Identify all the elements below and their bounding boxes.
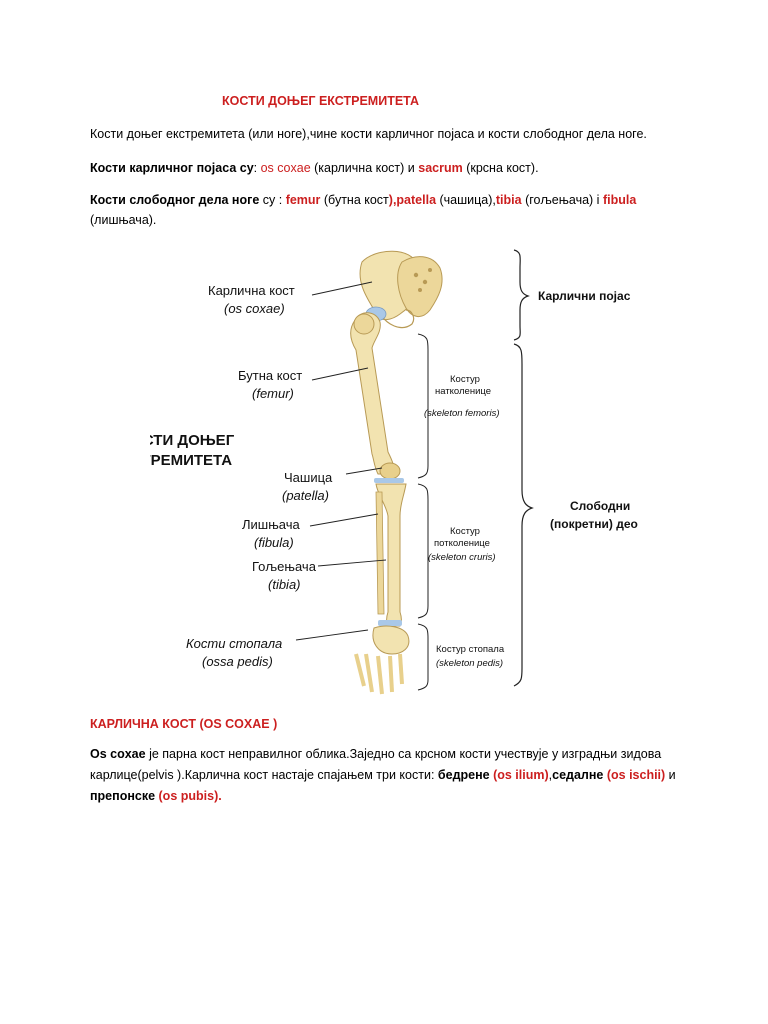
group-free-2: (покретни) део: [550, 517, 638, 531]
patella-illustration: [380, 463, 400, 479]
lower-leg-illustration: [376, 484, 406, 626]
free-limb-paragraph: Кости слободног дела ноге су : femur (бу…: [90, 190, 690, 230]
pelvic-colon: :: [254, 161, 261, 175]
patella-term: ),patella: [389, 193, 436, 207]
page-title: КОСТИ ДОЊЕГ ЕКСТРЕМИТЕТА: [222, 94, 419, 108]
femur-desc: (бутна кост: [320, 193, 388, 207]
group-pelvic: Карлични појас: [538, 289, 631, 303]
leg-skeleton-figure: Карлична кост (os coxae) Бутна кост (fem…: [150, 240, 670, 700]
and-word: и: [665, 768, 675, 782]
free-sep: су :: [259, 193, 285, 207]
sacrum-term: sacrum: [418, 161, 462, 175]
region-leg-2: потколенице: [434, 538, 490, 549]
label-patella-latin: (patella): [282, 488, 329, 503]
label-fibula-latin: (fibula): [254, 535, 294, 550]
tibia-term: tibia: [496, 193, 522, 207]
region-thigh-1: Костур: [450, 374, 480, 385]
figure-title-line2: ЕКСТРЕМИТЕТА: [150, 452, 232, 469]
label-hip-latin: (os coxae): [224, 301, 285, 316]
os-coxae-term: os coxae: [261, 161, 311, 175]
label-hip: Карлична кост: [208, 283, 295, 298]
ischii-term: (os ischii): [607, 768, 665, 782]
intro-paragraph: Кости доњег екстремитета (или ноге),чине…: [90, 124, 690, 144]
free-lead: Кости слободног дела ноге: [90, 193, 259, 207]
region-brackets: [418, 334, 428, 690]
region-thigh-latin: (skeleton femoris): [424, 408, 500, 419]
group-braces: [514, 250, 532, 686]
ilium-bold: бедрене: [438, 768, 493, 782]
ischii-bold: седалне: [552, 768, 607, 782]
label-foot-latin: (ossa pedis): [202, 654, 273, 669]
pelvic-girdle-paragraph: Кости карличног појаса су: os coxae (кар…: [90, 158, 690, 178]
region-leg-1: Костур: [450, 526, 480, 537]
region-foot-1: Костур стопала: [436, 644, 505, 655]
fibula-desc: (лишњача).: [90, 213, 156, 227]
region-thigh-2: натколенице: [435, 386, 491, 397]
femur-term: femur: [286, 193, 321, 207]
femur-illustration: [351, 313, 394, 474]
pelvic-lead: Кости карличног појаса су: [90, 161, 254, 175]
tibia-desc: (гољењача) і: [522, 193, 603, 207]
os-coxae-paragraph: Os coxae је парна кост неправилног облик…: [90, 744, 680, 807]
label-fibula: Лишњача: [242, 517, 301, 532]
group-free-1: Слободни: [570, 499, 630, 513]
os-coxae-desc: (карлична кост) и: [311, 161, 419, 175]
label-foot: Кости стопала: [186, 636, 282, 651]
sacrum-desc: (крсна кост).: [463, 161, 539, 175]
region-leg-latin: (skeleton cruris): [428, 552, 496, 563]
patella-desc: (чашица),: [436, 193, 496, 207]
label-tibia: Гољењача: [252, 559, 317, 574]
pubis-term: (os pubis).: [159, 789, 222, 803]
os-coxae-lead: Os coxae: [90, 747, 146, 761]
fibula-term: fibula: [603, 193, 636, 207]
section-heading-os-coxae: КАРЛИЧНА КОСТ (OS COXAE ): [90, 714, 690, 734]
region-foot-latin: (skeleton pedis): [436, 658, 503, 669]
foot-illustration: [356, 626, 409, 694]
ilium-term: (os ilium): [493, 768, 549, 782]
figure-title-line1: КОСТИ ДОЊЕГ: [150, 432, 235, 449]
pubis-bold: препонске: [90, 789, 159, 803]
label-femur-latin: (femur): [252, 386, 294, 401]
knee-cartilage: [374, 478, 404, 483]
label-tibia-latin: (tibia): [268, 577, 301, 592]
label-patella: Чашица: [284, 470, 333, 485]
label-femur: Бутна кост: [238, 368, 302, 383]
